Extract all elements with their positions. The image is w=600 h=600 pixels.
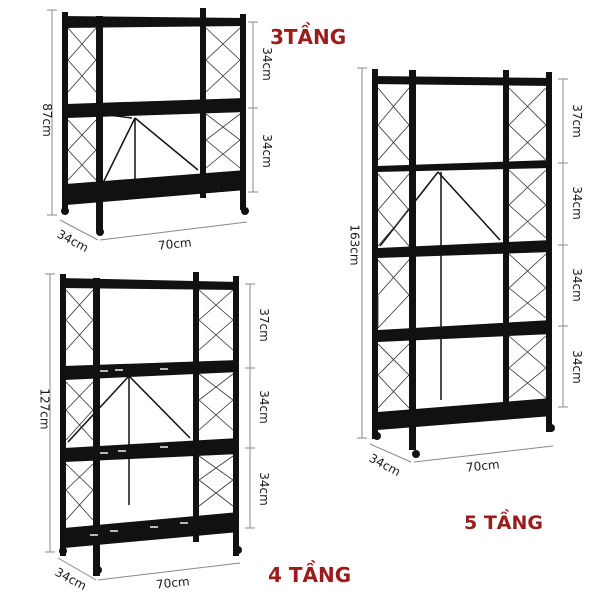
three-tier-title: 3TẦNG	[270, 25, 347, 49]
five-tier-gap-4-label: 34cm	[569, 350, 584, 384]
five-tier-gap-2-label: 34cm	[569, 186, 584, 220]
five-tier-height-label: 163cm	[347, 224, 362, 266]
four-tier-title: 4 TẦNG	[268, 563, 352, 587]
five-tier-gap-1-label: 37cm	[569, 104, 584, 138]
five-tier-gap-3-label: 34cm	[569, 268, 584, 302]
five-tier-title: 5 TẦNG	[464, 512, 543, 534]
